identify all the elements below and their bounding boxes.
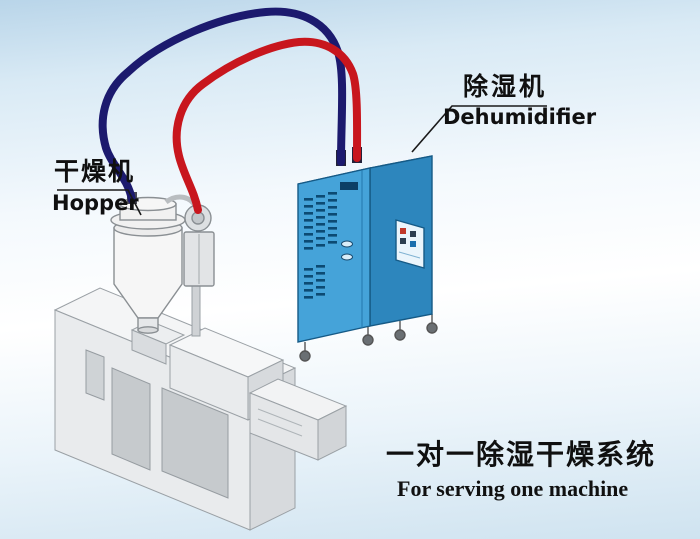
diehead-end: [317, 405, 347, 461]
hopper-leader-line: [57, 189, 142, 216]
hopper-dryer: [110, 192, 215, 334]
dehumidifier-label-zh: 除湿机: [463, 72, 548, 101]
diehead-detail-line: [257, 408, 303, 427]
dehumidifier-unit: [297, 147, 438, 362]
diehead-detail-line: [257, 418, 303, 437]
hopper-outlet-rim: [137, 326, 159, 334]
hopper-pedestal-front: [131, 329, 167, 365]
logo-plate: [340, 182, 358, 190]
caster-wheels: [299, 314, 438, 362]
machine-panel: [111, 367, 151, 471]
front-gauge: [341, 253, 353, 261]
hopper-label-en: Hopper: [52, 191, 139, 215]
machine-panel: [85, 349, 105, 401]
dehumidifier-leader-line: [411, 105, 547, 153]
dehumidifier-label-en: Dehumidifier: [443, 105, 597, 129]
vent-slots: [304, 192, 337, 302]
caption-en: For serving one machine: [397, 476, 629, 501]
pipe-blue: [98, 7, 347, 204]
machine-panel: [161, 387, 229, 499]
extruder-machine: [53, 285, 348, 531]
caption-zh: 一对一除湿干燥系统: [386, 438, 657, 471]
control-panel-buttons: [400, 228, 416, 247]
pipe-red: [172, 37, 362, 214]
front-gauge: [341, 240, 353, 248]
control-panel-line: [398, 251, 421, 259]
hopper-label-zh: 干燥机: [54, 157, 136, 186]
blower-support: [191, 285, 201, 337]
